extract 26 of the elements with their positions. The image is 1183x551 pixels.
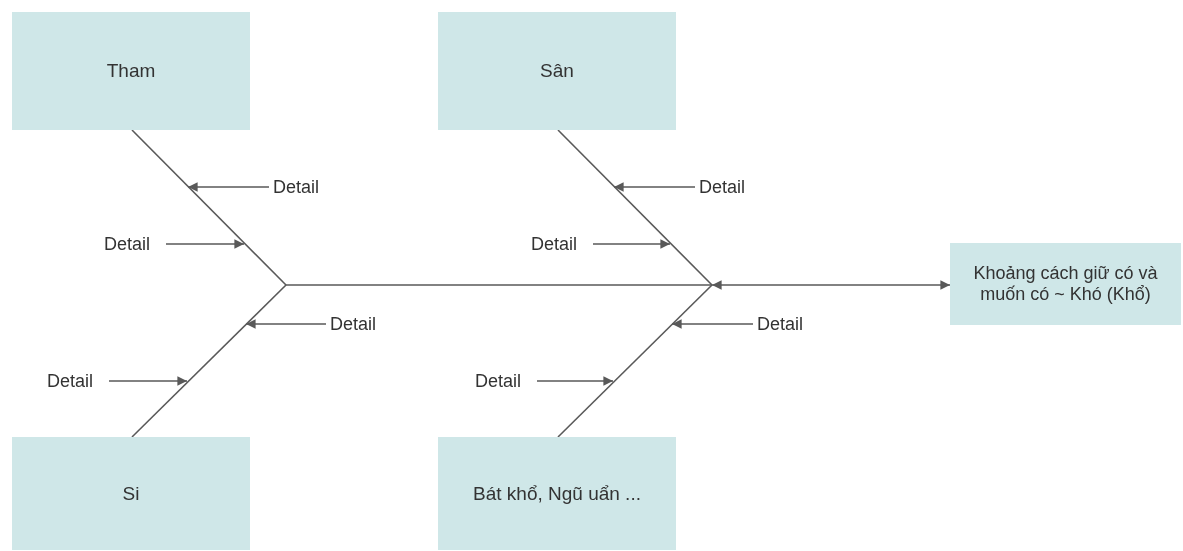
bone-line xyxy=(131,129,287,286)
leader-arrow xyxy=(671,319,754,329)
bone-line xyxy=(131,284,287,438)
cause-box: Bát khổ, Ngũ uẩn ... xyxy=(438,437,676,550)
bone-line xyxy=(557,284,713,438)
detail-label: Detail xyxy=(104,233,151,255)
leader-arrow xyxy=(613,182,696,192)
cause-box: Tham xyxy=(12,12,250,130)
detail-label: Detail xyxy=(273,176,320,198)
bone-line xyxy=(557,129,713,286)
leader-arrow xyxy=(592,239,671,249)
cause-box: Sân xyxy=(438,12,676,130)
effect-box: Khoảng cách giữ có và muốn có ~ Khó (Khổ) xyxy=(950,243,1181,325)
spine-arrow xyxy=(711,280,951,290)
detail-label: Detail xyxy=(330,313,377,335)
detail-label: Detail xyxy=(47,370,94,392)
leader-arrow xyxy=(536,376,614,386)
leader-arrow xyxy=(245,319,327,329)
leader-arrow xyxy=(108,376,188,386)
leader-arrow xyxy=(187,182,270,192)
cause-box: Si xyxy=(12,437,250,550)
detail-label: Detail xyxy=(531,233,578,255)
detail-label: Detail xyxy=(475,370,522,392)
leader-arrow xyxy=(165,239,245,249)
detail-label: Detail xyxy=(699,176,746,198)
detail-label: Detail xyxy=(757,313,804,335)
